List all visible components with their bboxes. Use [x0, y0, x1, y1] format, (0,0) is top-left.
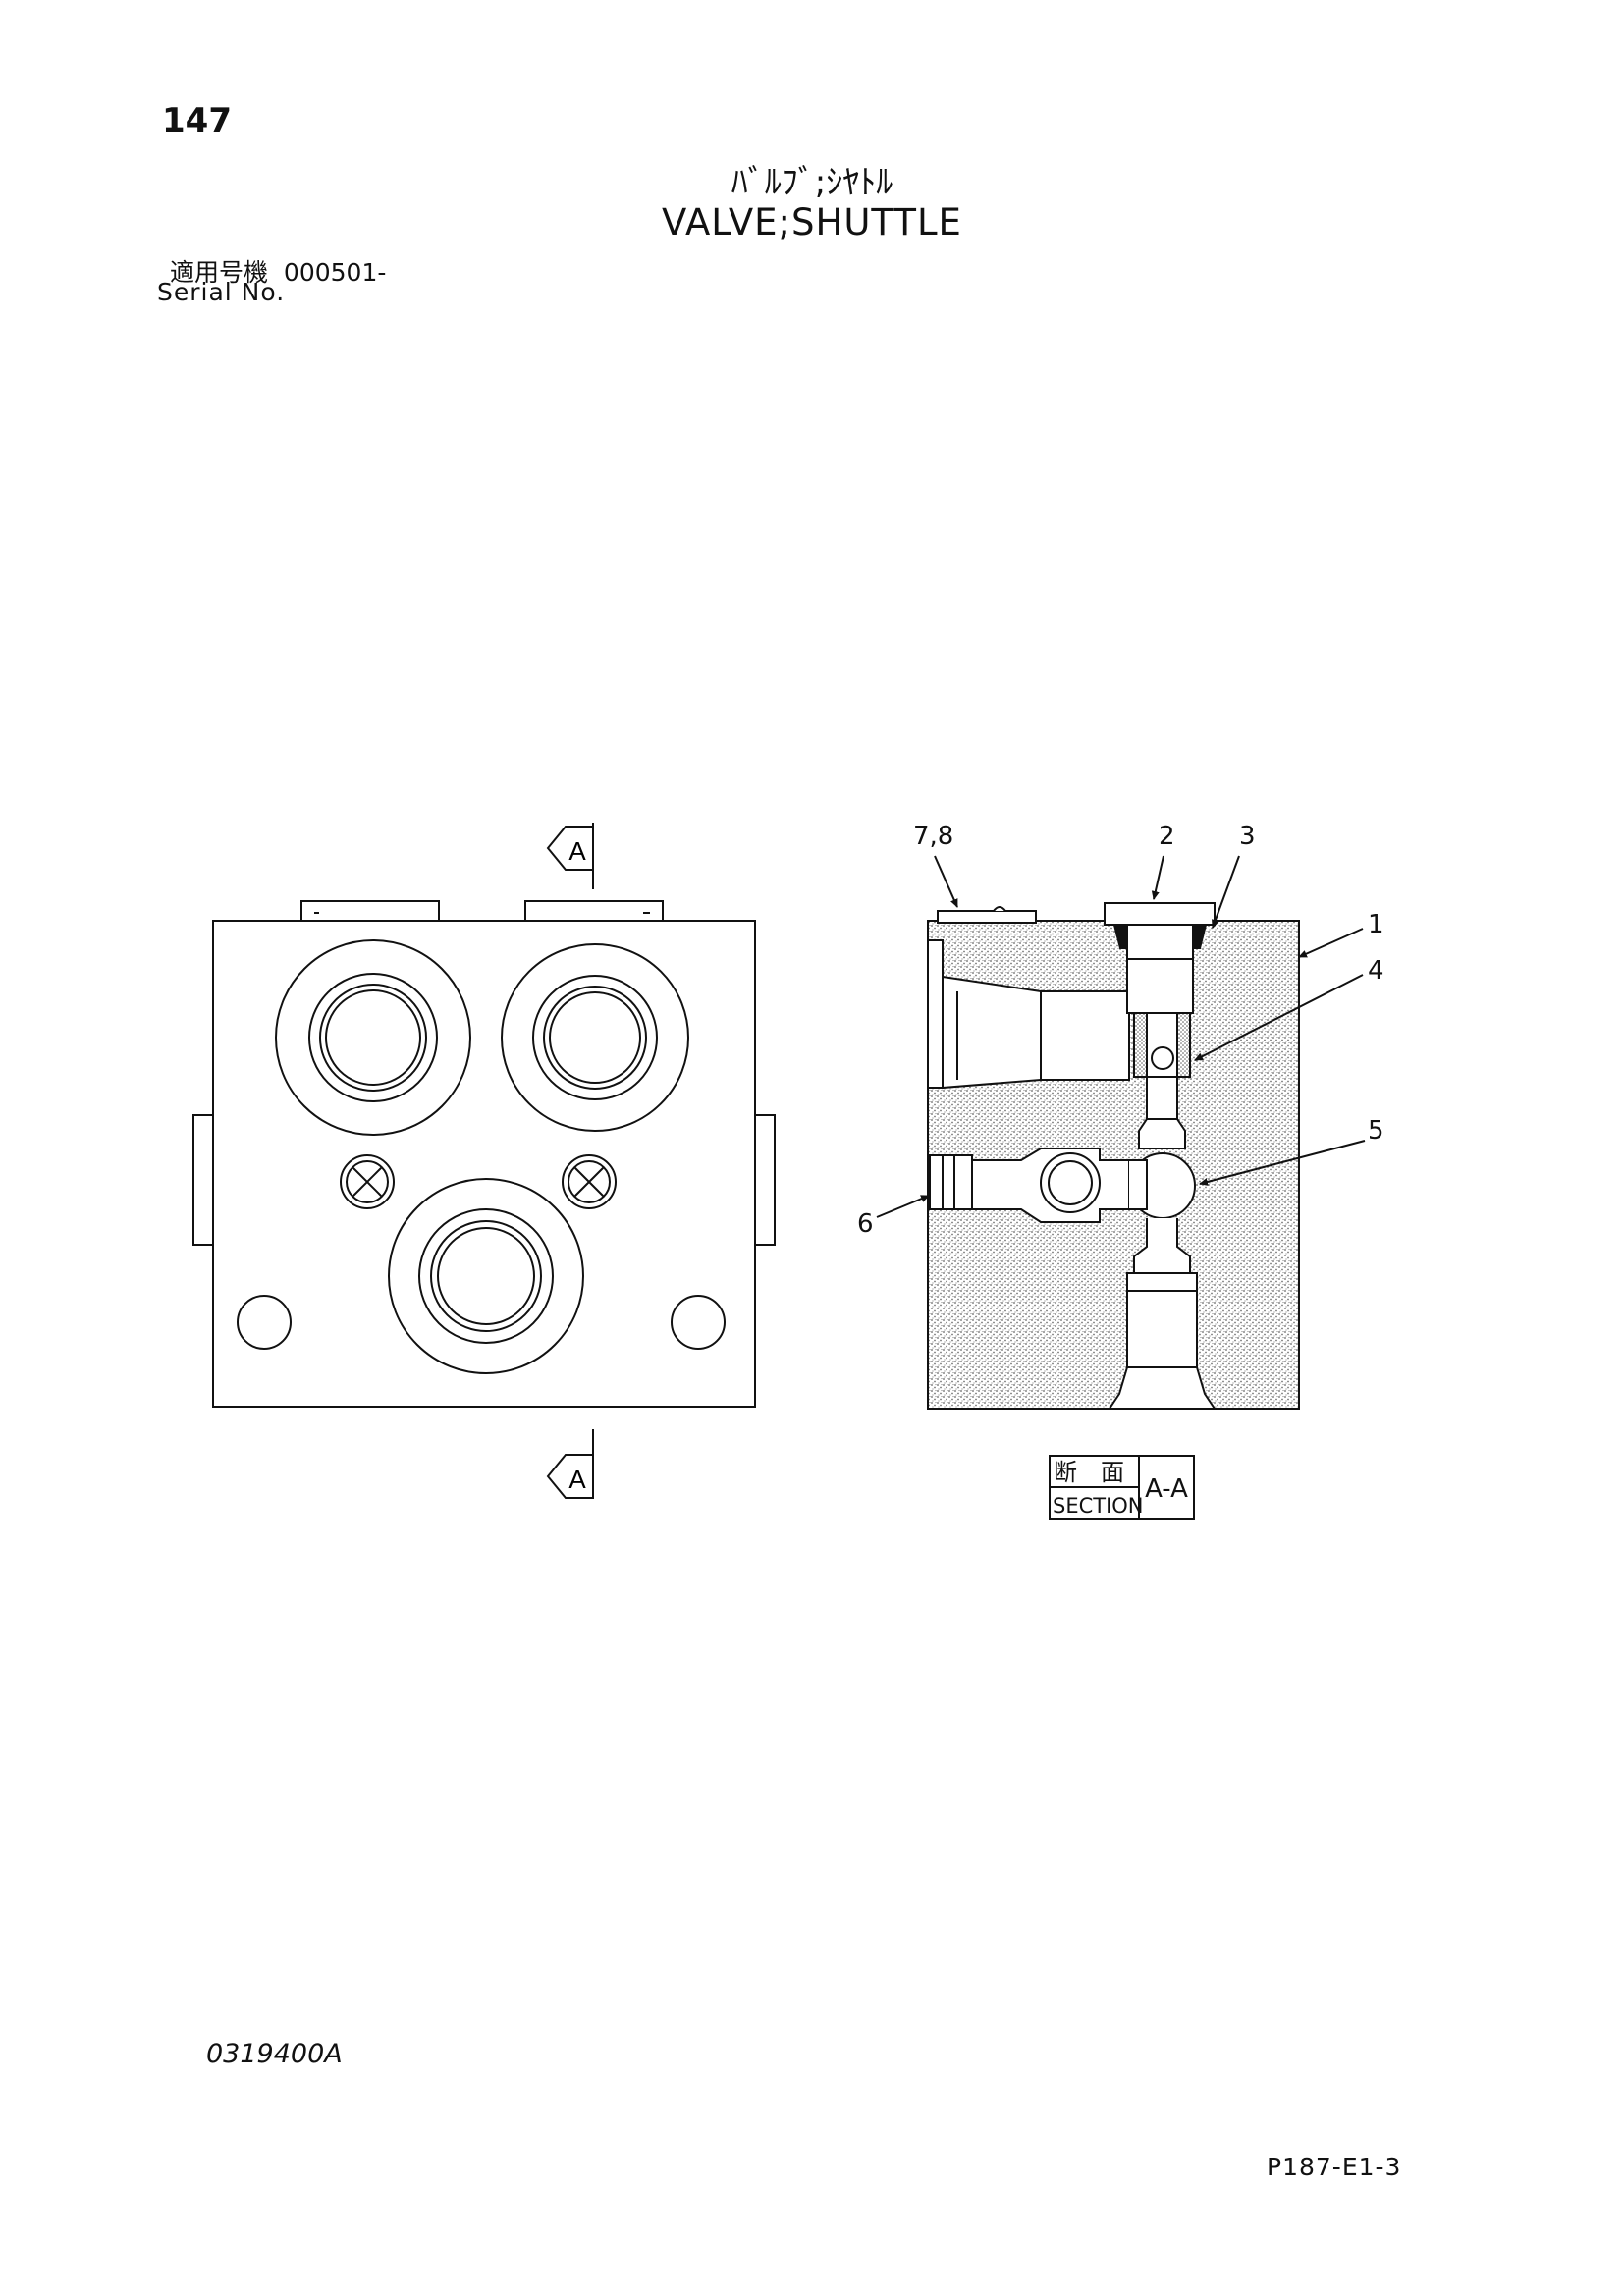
leader-2 [1151, 855, 1164, 900]
leader-4 [1194, 974, 1364, 1061]
upper-bore [927, 939, 944, 1089]
leader-3 [1212, 855, 1240, 929]
plug-2 [1104, 902, 1216, 926]
leader-lines [876, 855, 1366, 1218]
port-top-right [501, 943, 689, 1132]
cap-plug [937, 910, 1037, 924]
callout-4: 4 [1368, 956, 1384, 986]
top-tab-left [300, 900, 440, 922]
mounting-hole-right [671, 1295, 726, 1350]
callout-7-8: 7,8 [913, 822, 953, 851]
leader-6 [876, 1195, 930, 1218]
valve-body-front [212, 920, 756, 1408]
section-id: A-A [1145, 1474, 1188, 1504]
leader-7-8 [934, 855, 958, 908]
plug-6 [929, 1154, 973, 1210]
title-english: VALVE;SHUTTLE [662, 201, 962, 243]
leader-1 [1298, 928, 1364, 958]
section-label-japanese: 断 面 [1054, 1459, 1124, 1486]
section-view [927, 902, 1300, 1410]
serial-label-english: Serial No. [157, 278, 286, 306]
top-tab-right [524, 900, 664, 922]
port-top-left [275, 939, 471, 1136]
drawing-code: 0319400A [206, 2039, 343, 2069]
page-number: 147 [162, 101, 232, 140]
title-japanese: ﾊﾞﾙﾌﾞ;ｼﾔﾄﾙ [731, 163, 893, 202]
front-view [192, 900, 776, 1408]
side-tab-left [192, 1114, 214, 1246]
mounting-hole-left [237, 1295, 292, 1350]
section-marker-bottom [546, 1429, 594, 1499]
section-marker-top [546, 823, 594, 889]
callout-2: 2 [1159, 822, 1175, 851]
serial-label-japanese: 適用号機 [170, 258, 269, 287]
callout-1: 1 [1368, 910, 1384, 939]
leader-5 [1199, 1140, 1366, 1186]
section-marker-top-letter: A [568, 836, 586, 866]
port-bottom-center [388, 1178, 584, 1374]
serial-line: 適用号機 000501- [170, 253, 386, 289]
crossed-plug-right [562, 1154, 617, 1209]
callout-6: 6 [857, 1209, 874, 1239]
page-code: P187-E1-3 [1267, 2153, 1402, 2181]
section-marker-bottom-letter: A [568, 1465, 586, 1494]
crossed-plug-left [340, 1154, 395, 1209]
serial-value: 000501- [283, 258, 387, 287]
callout-3: 3 [1239, 822, 1256, 851]
side-tab-right [754, 1114, 776, 1246]
callout-5: 5 [1368, 1116, 1384, 1146]
section-label-box [1049, 1455, 1195, 1520]
section-label-english: SECTION [1053, 1494, 1144, 1518]
